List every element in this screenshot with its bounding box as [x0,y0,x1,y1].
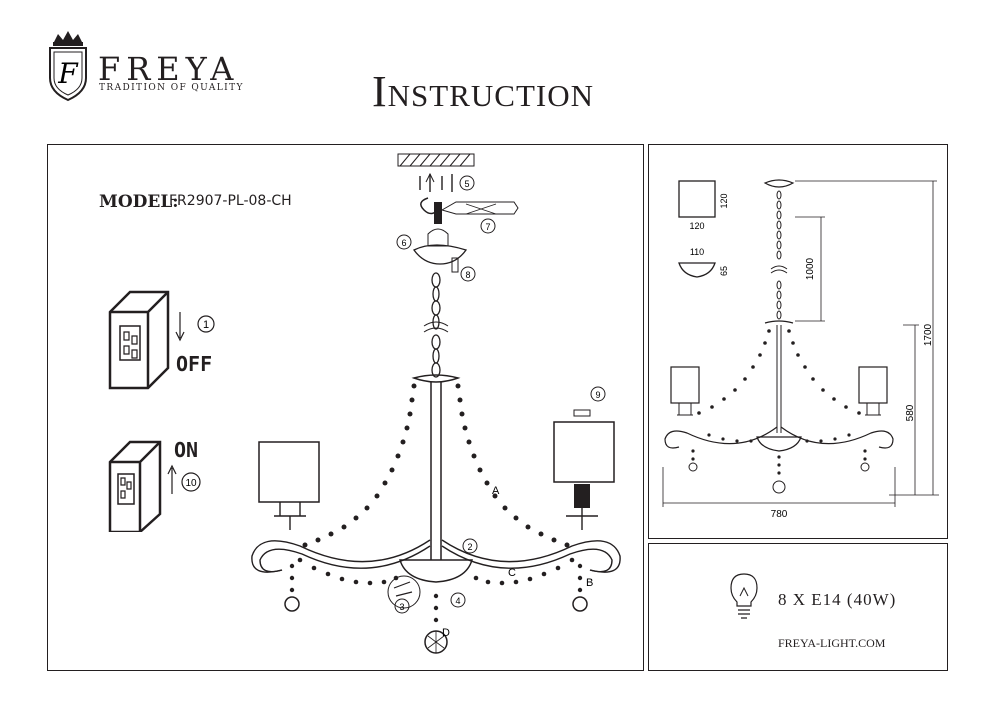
part-b: B [586,577,593,589]
logo-letter: F [57,57,79,90]
spec-panel [648,543,948,671]
step-5: 5 [464,179,469,189]
bulb-icon [728,572,760,620]
crest-icon: F [49,31,87,102]
switch-off-label: OFF [176,352,213,376]
brand-logo: F [44,28,92,104]
dim-total-height: 1700 [923,323,934,346]
step-8: 8 [465,270,470,280]
dim-chain: 1000 [805,257,816,280]
switch-on-diagram: 10 [108,432,228,534]
step-2: 2 [467,542,472,552]
dim-shade-height: 120 [719,193,729,208]
model-label: MODEL: [99,192,179,212]
step-7: 7 [485,222,490,232]
switch-on-label: ON [174,438,199,462]
step-4: 4 [455,596,460,606]
dim-width: 780 [771,509,788,520]
step-9: 9 [595,390,600,400]
step-3: 3 [399,602,404,612]
brand-tagline: TRADITION OF QUALITY [99,83,244,93]
switch-off-diagram: 1 [108,290,228,390]
dim-canopy-height: 65 [719,266,729,276]
brand-name: FREYA [98,50,240,88]
page-title: Instruction [372,67,594,116]
dimensions-drawing: 120 120 110 65 1000 1700 580 780 [662,179,939,520]
part-d: D [442,627,450,639]
step-6: 6 [401,238,406,248]
assembly-panel [47,144,644,671]
bulb-spec: 8 X E14 (40W) [778,590,897,609]
dimensions-panel [648,144,948,539]
dim-canopy-width: 110 [690,247,704,257]
switch-off-step: 1 [203,319,209,331]
dim-shade-width: 120 [689,221,704,231]
part-c: C [508,567,516,579]
dim-body-height: 580 [905,404,916,421]
website: FREYA-LIGHT.COM [778,636,886,650]
assembly-drawing: 5 7 6 8 [251,153,621,654]
part-a: A [492,485,500,497]
model-value: FR2907-PL-08-CH [169,193,292,209]
switch-on-step: 10 [185,478,197,489]
